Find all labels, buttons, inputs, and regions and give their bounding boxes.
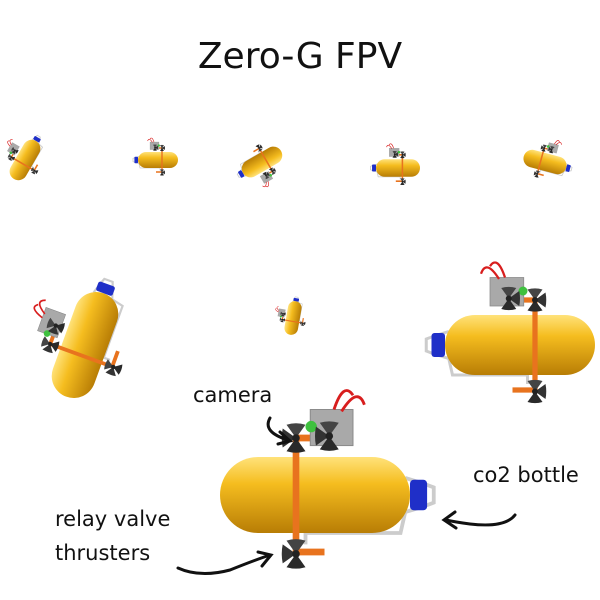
drone-view-7 — [272, 294, 310, 337]
drone-view-5 — [519, 133, 577, 186]
drone-view-1 — [0, 124, 54, 187]
label-relay-valve: relay valve — [55, 507, 171, 531]
label-camera: camera — [193, 383, 273, 407]
page-title: Zero-G FPV — [197, 36, 403, 77]
drone-view-2 — [133, 138, 178, 176]
drone-main — [220, 391, 434, 569]
camera-arrow — [266, 416, 294, 446]
drone-view-3 — [230, 136, 293, 196]
drone-view-4 — [371, 144, 421, 185]
label-thrusters: thrusters — [55, 541, 151, 565]
drone-view-8 — [426, 263, 595, 404]
co2-arrow — [441, 510, 517, 530]
thruster-arrow — [176, 550, 274, 575]
drone-view-6 — [9, 260, 148, 412]
annotation-arrows — [176, 416, 517, 575]
label-co2-bottle: co2 bottle — [473, 463, 579, 487]
